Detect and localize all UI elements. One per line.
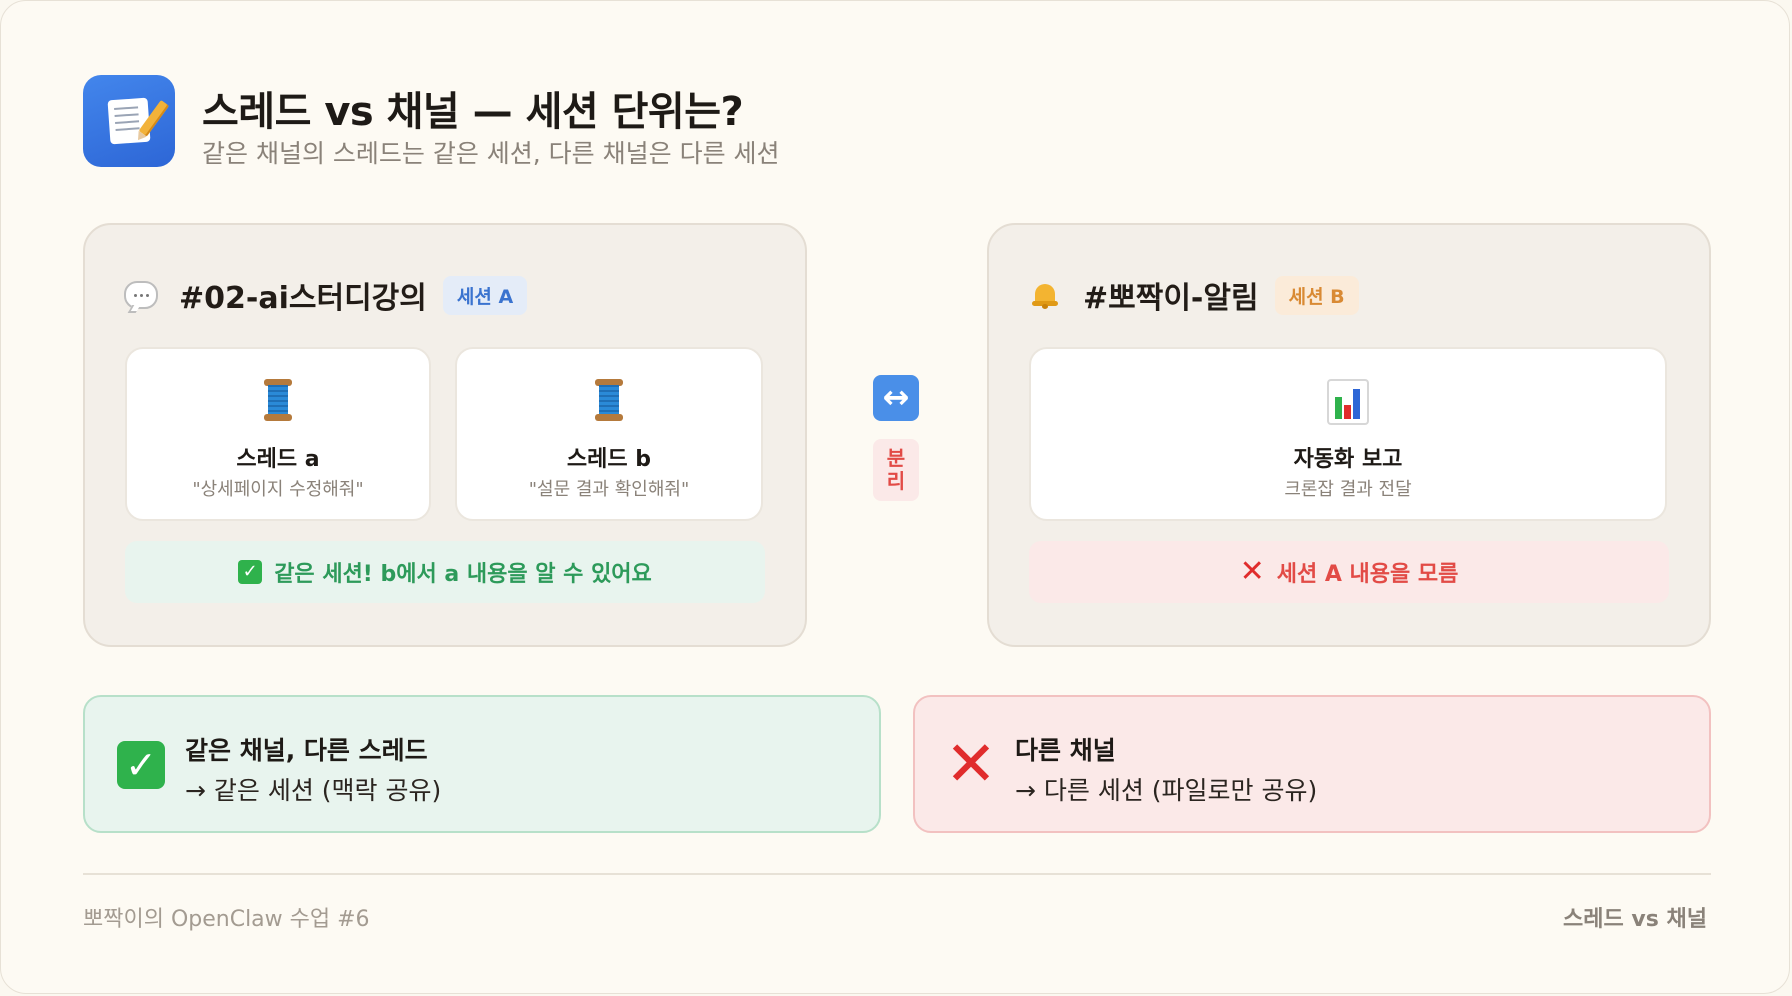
cross-mark-icon: ✕ [1239, 554, 1265, 589]
summary-same-channel: ✓ 같은 채널, 다른 스레드 → 같은 세션 (맥락 공유) [83, 695, 881, 833]
footer-divider [83, 873, 1711, 875]
channel-name: #02-ai스터디강의 [179, 281, 427, 316]
spool-thread-icon [457, 379, 761, 423]
status-shared-session: ✓ 같은 세션! b에서 a 내용을 알 수 있어요 [125, 541, 765, 603]
status-text: 세션 A 내용을 모름 [1276, 562, 1459, 587]
session-badge-b: 세션 B [1274, 275, 1359, 315]
check-icon: ✓ [238, 560, 263, 584]
summary-diff-channel: ✕ 다른 채널 → 다른 세션 (파일로만 공유) [913, 695, 1711, 833]
page-title: 스레드 vs 채널 — 세션 단위는? [202, 89, 744, 135]
channel-header: #02-ai스터디강의 세션 A [123, 273, 528, 317]
separation-char-1: 분 [886, 446, 906, 470]
cross-mark-icon: ✕ [945, 727, 997, 800]
session-badge-a: 세션 A [442, 275, 528, 315]
thread-card-b: 스레드 b "설문 결과 확인해줘" [455, 347, 763, 521]
bar-chart-icon [1031, 379, 1665, 425]
card-name: 자동화 보고 [1293, 447, 1403, 472]
check-icon: ✓ [117, 741, 165, 789]
spool-thread-icon [127, 379, 429, 423]
thread-card-a: 스레드 a "상세페이지 수정해줘" [125, 347, 431, 521]
summary-sub: → 다른 세션 (파일로만 공유) [1015, 776, 1318, 805]
channel-panel-right: #뽀짝이-알림 세션 B 자동화 보고 크론잡 결과 전달 ✕ 세션 A 내용을… [987, 223, 1711, 647]
thread-name: 스레드 b [566, 447, 652, 472]
summary-title: 같은 채널, 다른 스레드 [185, 736, 428, 765]
status-separate-session: ✕ 세션 A 내용을 모름 [1029, 541, 1669, 603]
separation-label: 분 리 [873, 439, 919, 501]
thread-name: 스레드 a [236, 447, 320, 472]
summary-title: 다른 채널 [1015, 736, 1116, 765]
automation-card: 자동화 보고 크론잡 결과 전달 [1029, 347, 1667, 521]
footer-topic: 스레드 vs 채널 [1563, 907, 1707, 932]
separation-char-2: 리 [886, 469, 906, 493]
footer-series: 뽀짝이의 OpenClaw 수업 #6 [83, 907, 370, 932]
bell-icon [1027, 277, 1063, 313]
thread-desc: "상세페이지 수정해줘" [192, 479, 364, 500]
channel-panel-left: #02-ai스터디강의 세션 A 스레드 a "상세페이지 수정해줘" 스레드 … [83, 223, 807, 647]
card-desc: 크론잡 결과 전달 [1284, 479, 1412, 500]
summary-sub: → 같은 세션 (맥락 공유) [185, 776, 442, 805]
channel-header: #뽀짝이-알림 세션 B [1027, 273, 1359, 317]
page-subtitle: 같은 채널의 스레드는 같은 세션, 다른 채널은 다른 세션 [202, 139, 780, 168]
status-text: 같은 세션! b에서 a 내용을 알 수 있어요 [274, 562, 652, 587]
memo-pencil-icon [83, 75, 175, 167]
left-right-arrow-icon: ↔ [873, 375, 919, 421]
speech-bubble-icon [123, 277, 159, 313]
thread-desc: "설문 결과 확인해줘" [528, 479, 690, 500]
channel-name: #뽀짝이-알림 [1083, 281, 1259, 316]
